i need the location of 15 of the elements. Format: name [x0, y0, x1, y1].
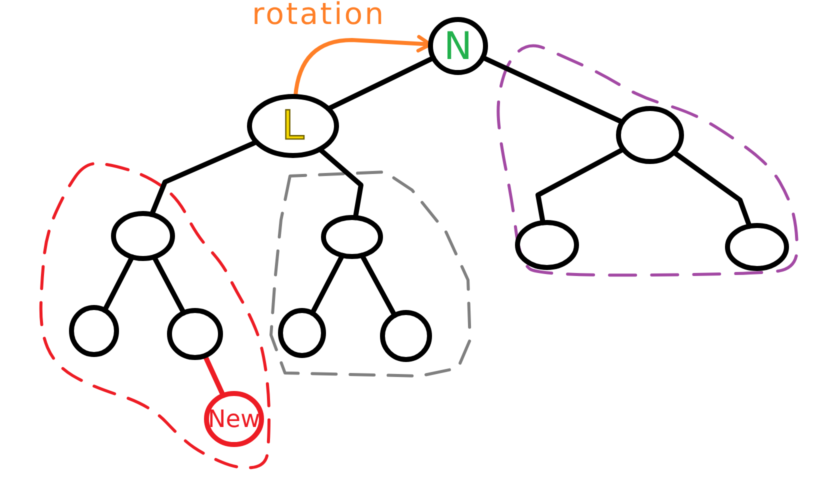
circle-node [204, 391, 264, 447]
circle-node [428, 17, 488, 75]
circle-node [515, 220, 579, 270]
node-label: N [444, 27, 472, 65]
circle-node [380, 310, 432, 362]
circle-node [321, 215, 383, 259]
circle-node [278, 308, 326, 358]
circle-node [725, 223, 789, 271]
circle-node [111, 211, 175, 261]
circle-node [69, 305, 119, 357]
circle-node [616, 106, 684, 164]
node-label: L [282, 106, 304, 146]
circle-node [247, 94, 339, 158]
circle-node [167, 308, 223, 360]
node-label: New [208, 407, 260, 431]
